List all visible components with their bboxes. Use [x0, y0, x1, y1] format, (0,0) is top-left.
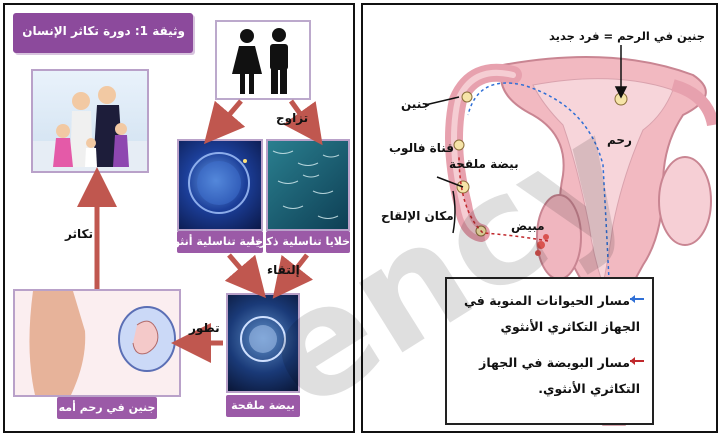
label-uterus: رحم — [607, 133, 632, 147]
label-reproduction: تكاثر — [65, 227, 93, 241]
label-development: تطور — [189, 321, 220, 335]
label-fertilization-site: مكان الإلقاح — [381, 209, 454, 223]
label-embryo-in-uterus: جنين في الرحم = فرد جديد — [549, 29, 705, 43]
legend-sperm-line2: الجهاز التكاثري الأنثوي — [501, 319, 640, 334]
legend-ovum-line1: مسار البويضة في الجهاز — [479, 355, 630, 370]
female-reproductive-system-panel: جنين في الرحم = فرد جديد جنين رحم قناة ف… — [361, 3, 718, 433]
legend-ovum-line2: التكاثري الأنثوي. — [538, 381, 640, 396]
path-legend: مسار الحيوانات المنوية في الجهاز التكاثر… — [445, 277, 654, 425]
label-marriage: تزاوج — [276, 111, 308, 125]
label-fertilization: إلتقاء — [267, 263, 300, 277]
cycle-arrows — [5, 5, 355, 433]
label-zygote: بيضة ملقحة — [449, 157, 519, 171]
legend-sperm-line1: مسار الحيوانات المنوية في — [464, 293, 630, 308]
reproduction-cycle-panel: وثيقة 1: دورة تكاثر الإنسان — [3, 3, 355, 433]
label-embryo: جنين — [401, 97, 430, 111]
label-fallopian-tube: قناة فالوب — [389, 141, 454, 155]
label-ovary: مبيض — [511, 219, 545, 233]
